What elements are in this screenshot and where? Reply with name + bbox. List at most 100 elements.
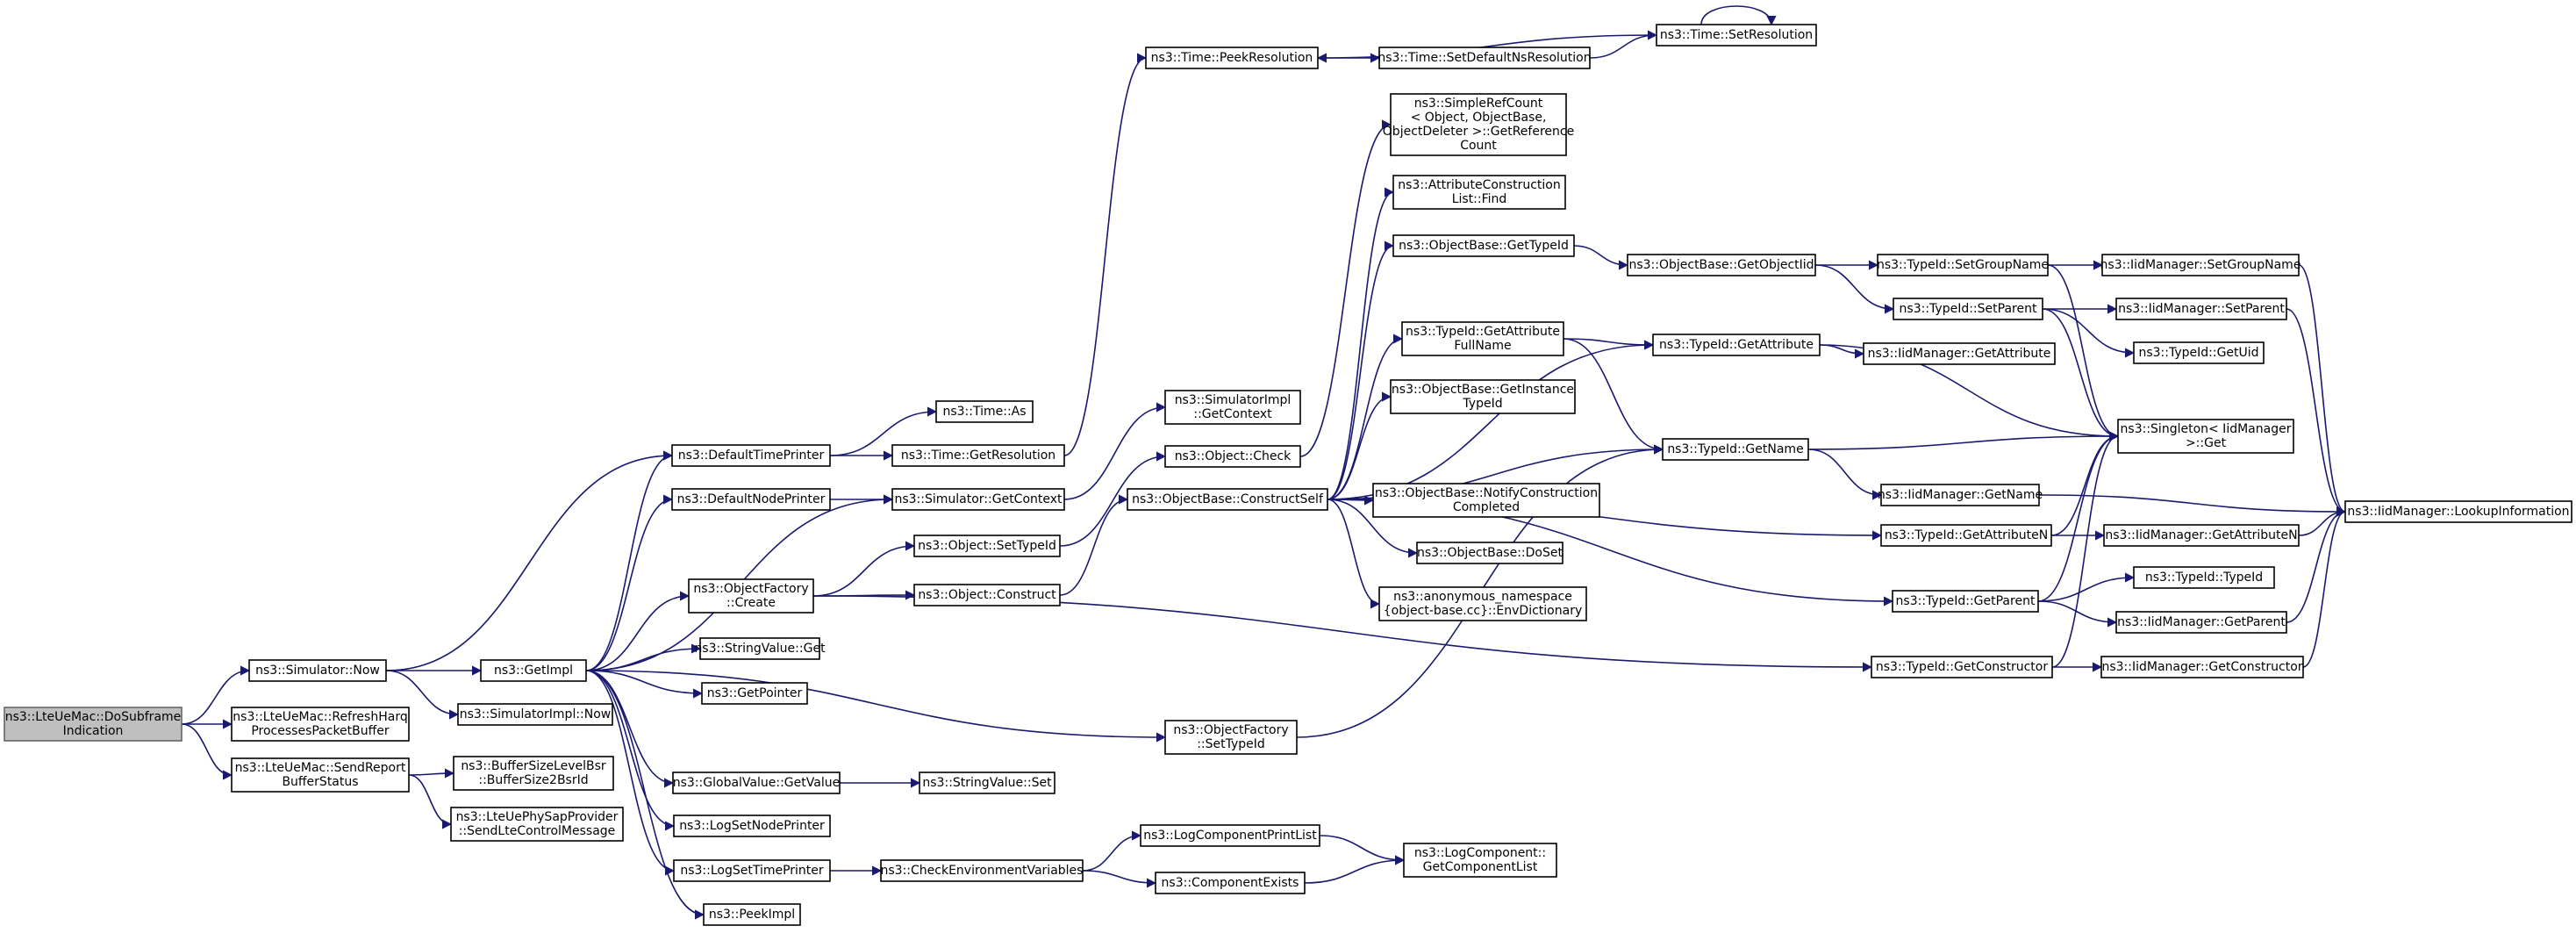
edge	[1063, 402, 1167, 500]
node-tidsetgroup[interactable]: ns3::TypeId::SetGroupName	[1877, 254, 2049, 276]
node-box	[1652, 334, 1821, 356]
edge-ofcreate-to-tidgetctor	[812, 595, 1873, 672]
node-box	[450, 807, 624, 842]
node-iidgetparent[interactable]: ns3::IidManager::GetParent	[2115, 611, 2287, 634]
edge	[2042, 308, 2120, 441]
node-obnotify[interactable]: ns3::ObjectBase::NotifyConstructionCompl…	[1372, 483, 1600, 518]
node-tidgetparent[interactable]: ns3::TypeId::GetParent	[1892, 590, 2039, 613]
node-iidlookup[interactable]: ns3::IidManager::LookupInformation	[2344, 500, 2572, 523]
node-getpointer[interactable]: ns3::GetPointer	[701, 682, 808, 705]
node-simgetctx[interactable]: ns3::Simulator::GetContext	[891, 488, 1065, 511]
node-simplerc[interactable]: ns3::SimpleRefCount< Object, ObjectBase,…	[1383, 93, 1574, 156]
node-box	[1372, 483, 1600, 518]
node-compexists[interactable]: ns3::ComponentExists	[1155, 872, 1306, 894]
node-tidgetname[interactable]: ns3::TypeId::GetName	[1662, 438, 1809, 461]
node-box	[2117, 419, 2294, 454]
node-simimplctx[interactable]: ns3::SimulatorImpl::GetContext	[1164, 390, 1301, 425]
node-sendlte[interactable]: ns3::LteUePhySapProvider::SendLteControl…	[450, 807, 624, 842]
node-label: ns3::TypeId::TypeId	[2145, 571, 2263, 585]
node-box	[1880, 524, 2052, 547]
node-ofsettype[interactable]: ns3::ObjectFactory::SetTypeId	[1164, 720, 1298, 755]
node-label: ns3::SimulatorImpl	[1175, 393, 1292, 407]
node-timeas[interactable]: ns3::Time::As	[935, 400, 1034, 423]
edge-sendreport-to-bsr	[408, 768, 455, 779]
edge	[1059, 451, 1167, 547]
node-peekimpl[interactable]: ns3::PeekImpl	[703, 903, 801, 926]
node-iidsetgroup[interactable]: ns3::IidManager::SetGroupName	[2100, 254, 2301, 276]
node-label: ns3::LteUeMac::DoSubframe	[5, 710, 182, 724]
node-tidgetctor[interactable]: ns3::TypeId::GetConstructor	[1871, 656, 2053, 678]
node-simnow[interactable]: ns3::Simulator::Now	[248, 659, 387, 682]
node-timesetres[interactable]: ns3::Time::SetResolution	[1656, 24, 1817, 47]
node-iidgetattrn[interactable]: ns3::IidManager::GetAttributeN	[2103, 524, 2300, 547]
node-logsetnode[interactable]: ns3::LogSetNodePrinter	[673, 815, 831, 837]
node-label: ns3::LogComponent::	[1414, 846, 1546, 860]
node-box	[701, 682, 808, 705]
node-bsr[interactable]: ns3::BufferSizeLevelBsr::BufferSize2BsrI…	[453, 756, 614, 791]
node-tidtypeid[interactable]: ns3::TypeId::TypeId	[2133, 566, 2275, 589]
node-label: ns3::ObjectBase::NotifyConstruction	[1375, 486, 1598, 500]
node-box	[1893, 298, 2043, 320]
node-gvget[interactable]: ns3::GlobalValue::GetValue	[672, 772, 841, 794]
node-svset[interactable]: ns3::StringValue::Set	[919, 772, 1055, 794]
edge	[408, 774, 453, 829]
node-obgetoiid[interactable]: ns3::ObjectBase::GetObjectIid	[1627, 254, 1816, 276]
node-box	[699, 637, 820, 660]
node-label: Indication	[63, 724, 124, 738]
edge	[812, 595, 1873, 672]
node-box	[231, 707, 410, 742]
edge-sendreport-to-sendlte	[408, 774, 453, 829]
node-logcompget[interactable]: ns3::LogComponent::GetComponentList	[1403, 843, 1557, 878]
node-objcheck[interactable]: ns3::Object::Check	[1164, 445, 1301, 468]
node-label: ns3::StringValue::Set	[922, 776, 1052, 790]
node-svget[interactable]: ns3::StringValue::Get	[694, 637, 826, 660]
edge-iidgetattrn-to-iidlookup	[2298, 506, 2347, 536]
node-getimpl[interactable]: ns3::GetImpl	[480, 659, 587, 682]
node-objconstruct[interactable]: ns3::Object::Construct	[913, 584, 1061, 606]
edge-tidsetgroup-to-singleton	[2047, 264, 2120, 441]
node-defnode[interactable]: ns3::DefaultNodePrinter	[671, 488, 831, 511]
edge	[829, 406, 938, 456]
node-label: Count	[1460, 139, 1497, 153]
edge-obconstruct-to-anon	[1327, 499, 1381, 609]
node-tidgetuid[interactable]: ns3::TypeId::GetUid	[2133, 341, 2265, 364]
node-singleton[interactable]: ns3::Singleton< IidManager>::Get	[2117, 419, 2294, 454]
node-box	[1390, 379, 1576, 414]
node-objsettype[interactable]: ns3::Object::SetTypeId	[913, 535, 1061, 557]
node-setdefres[interactable]: ns3::Time::SetDefaultNsResolution	[1377, 47, 1592, 69]
node-label: ns3::IidManager::SetGroupName	[2100, 258, 2301, 272]
node-peekres[interactable]: ns3::Time::PeekResolution	[1145, 47, 1319, 69]
node-anon[interactable]: ns3::anonymous_namespace{object-base.cc}…	[1378, 586, 1587, 621]
node-ofcreate[interactable]: ns3::ObjectFactory::Create	[688, 578, 814, 614]
node-iidgetctor[interactable]: ns3::IidManager::GetConstructor	[2100, 656, 2304, 678]
node-obdoset[interactable]: ns3::ObjectBase::DoSet	[1416, 542, 1563, 564]
node-label: ns3::ComponentExists	[1162, 876, 1299, 890]
node-iidgetattr[interactable]: ns3::IidManager::GetAttribute	[1863, 342, 2056, 365]
node-box	[1145, 47, 1319, 69]
node-logsettime[interactable]: ns3::LogSetTimePrinter	[673, 859, 831, 882]
edge-timesetres-to-peekres	[1316, 34, 1657, 63]
node-refresh[interactable]: ns3::LteUeMac::RefreshHarqProcessesPacke…	[231, 707, 410, 742]
node-tidgetattrn[interactable]: ns3::TypeId::GetAttributeN	[1880, 524, 2052, 547]
node-timegetres[interactable]: ns3::Time::GetResolution	[891, 444, 1065, 467]
node-logcomplist[interactable]: ns3::LogComponentPrintList	[1140, 824, 1320, 847]
node-simimplnow[interactable]: ns3::SimulatorImpl::Now	[457, 703, 613, 726]
node-obconstruct[interactable]: ns3::ObjectBase::ConstructSelf	[1127, 488, 1328, 511]
node-checkenv[interactable]: ns3::CheckEnvironmentVariables	[880, 859, 1084, 882]
node-deftime[interactable]: ns3::DefaultTimePrinter	[671, 444, 831, 467]
node-label: < Object, ObjectBase,	[1411, 111, 1547, 125]
node-tidgetattr[interactable]: ns3::TypeId::GetAttribute	[1652, 334, 1821, 356]
edge-getimpl-to-logsettime	[585, 670, 676, 876]
node-obgettype[interactable]: ns3::ObjectBase::GetTypeId	[1392, 234, 1575, 257]
node-box	[891, 444, 1065, 467]
node-box	[1863, 342, 2056, 365]
node-iidgetname[interactable]: ns3::IidManager::GetName	[1878, 484, 2043, 506]
node-tidsetparent[interactable]: ns3::TypeId::SetParent	[1893, 298, 2043, 320]
node-iidsetparent[interactable]: ns3::IidManager::SetParent	[2115, 298, 2287, 320]
edge	[1807, 431, 2120, 450]
